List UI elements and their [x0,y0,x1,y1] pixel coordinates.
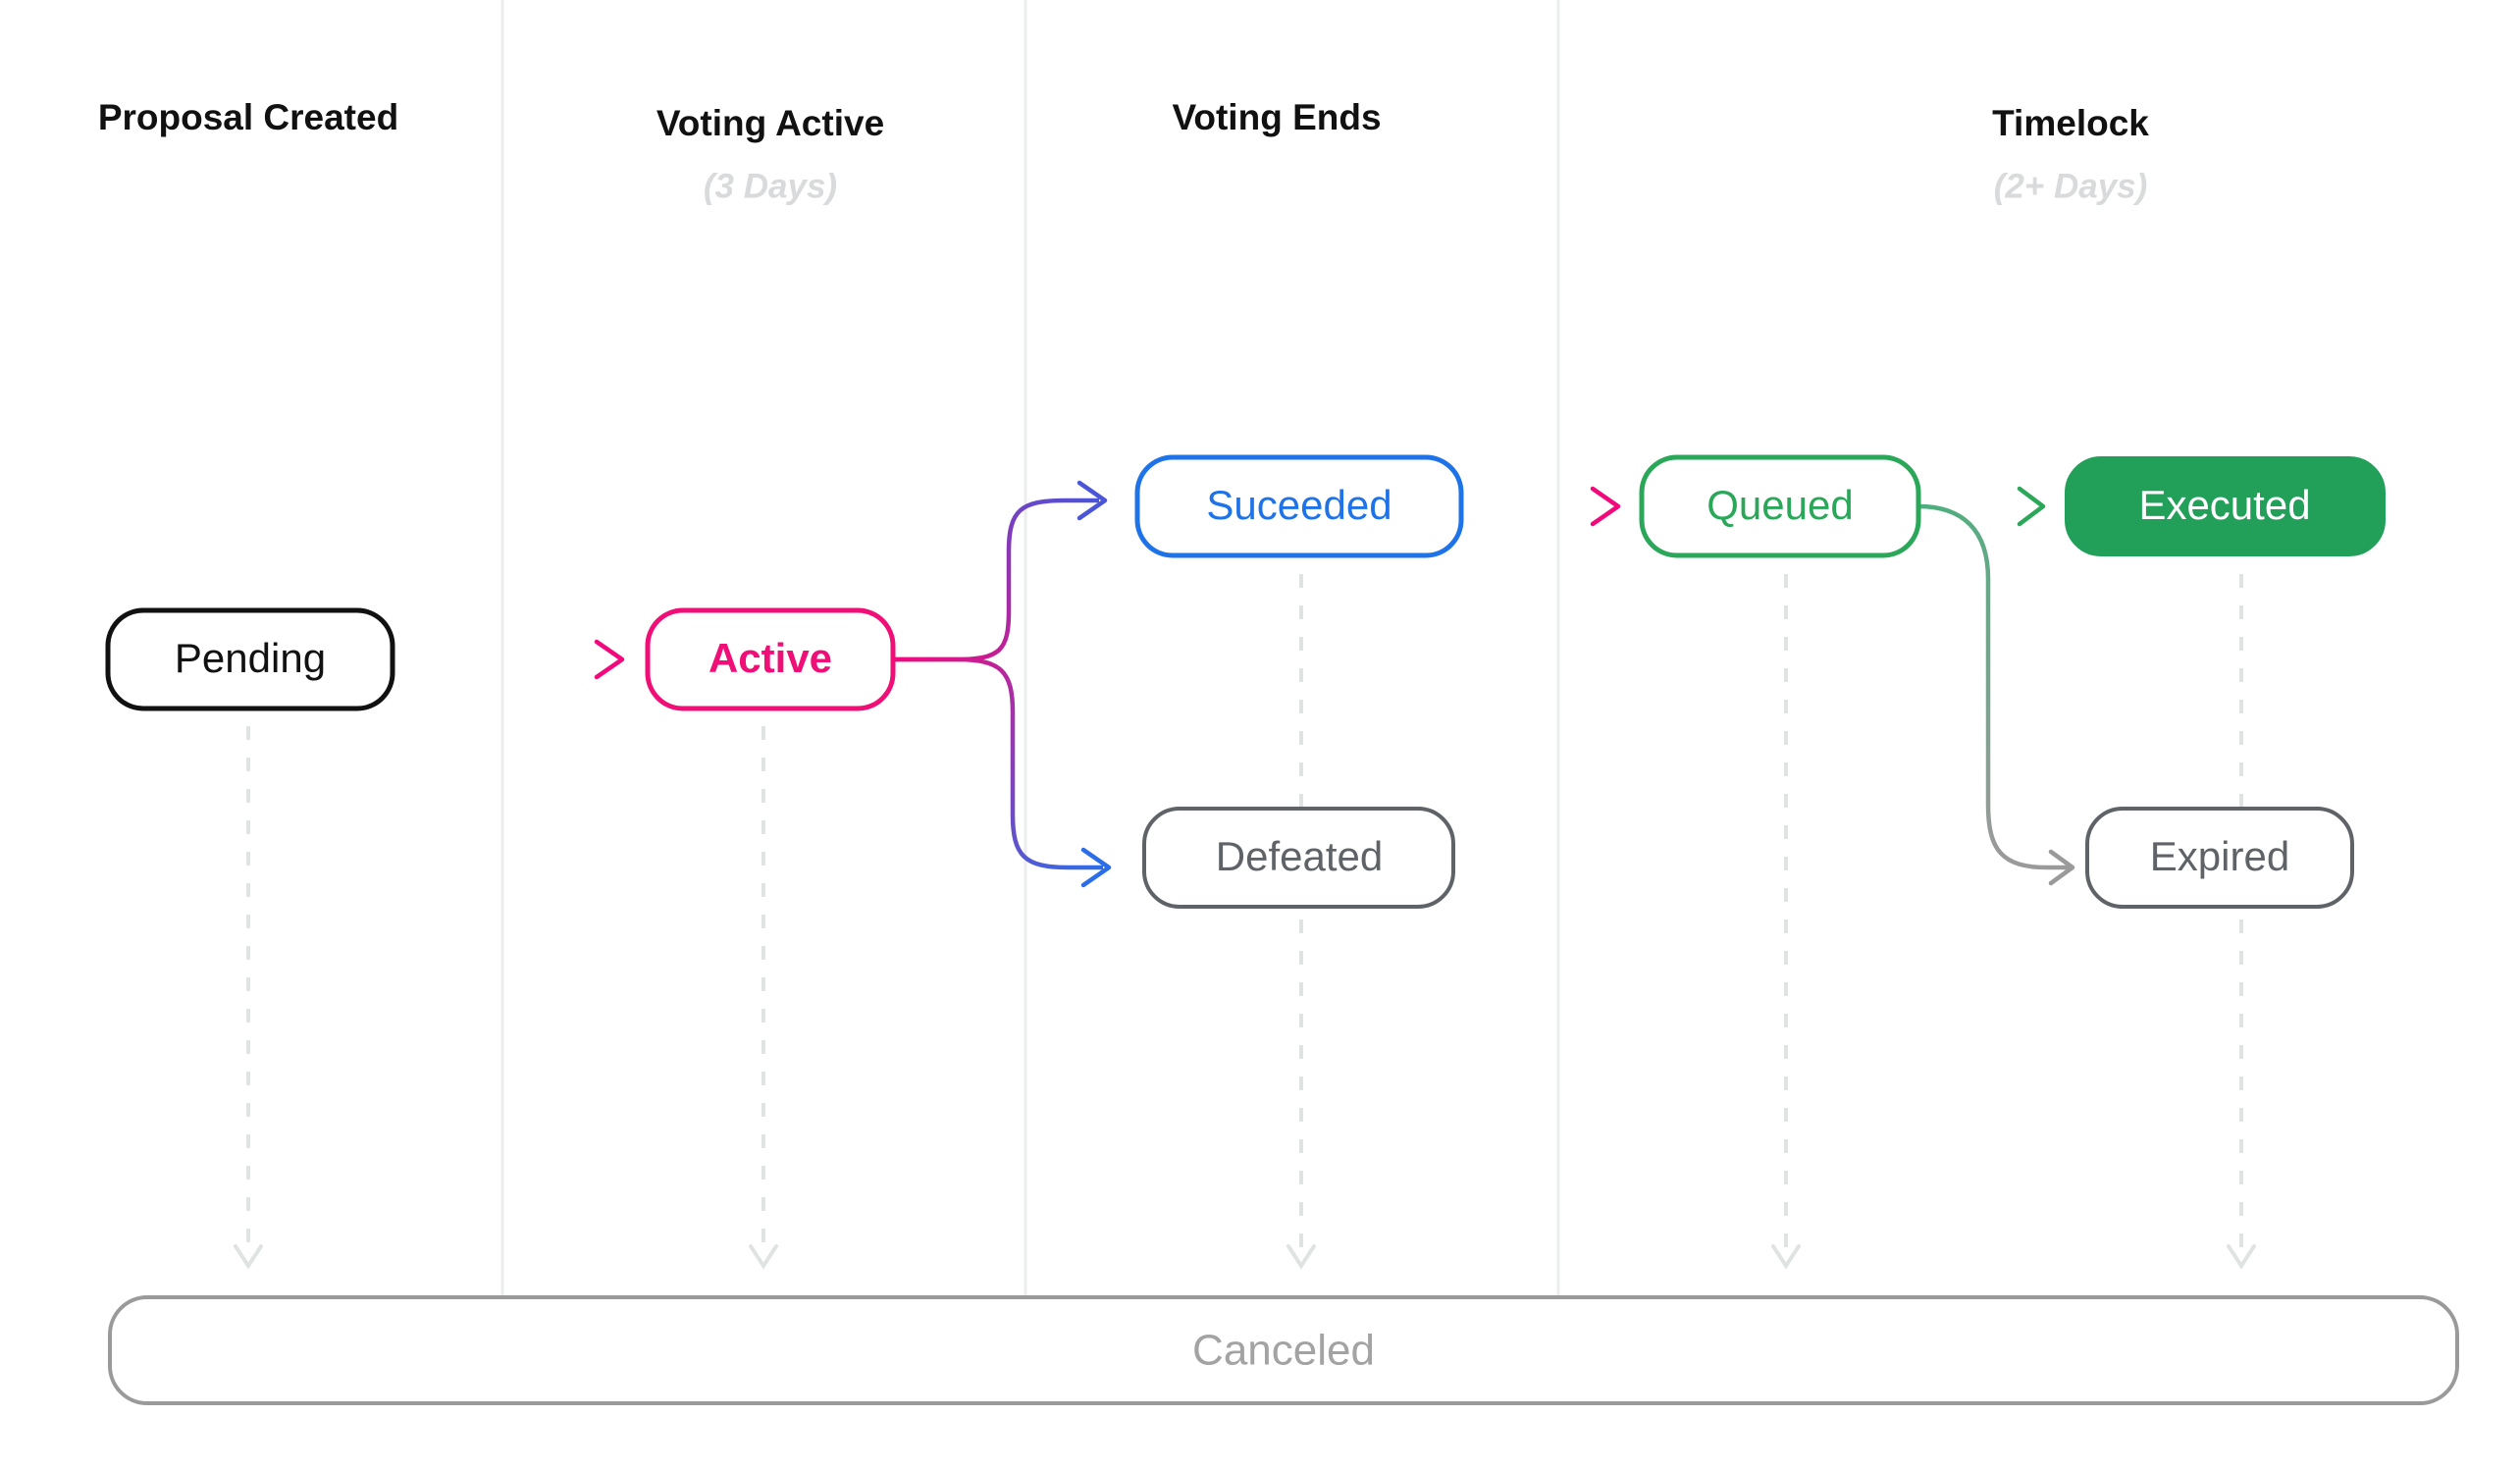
edge-active-to-defeated [893,656,1103,870]
node-queued[interactable]: Queued [1639,454,1921,558]
node-suceeded-box[interactable] [1134,454,1464,558]
drop-arrow-executed [2227,1244,2256,1270]
node-suceeded-label: Suceeded [1206,482,1391,528]
cancel-drop-lines [234,574,2256,1270]
node-executed-box[interactable] [2065,456,2386,556]
edge-arrowhead-active-to-defeated [1080,847,1112,888]
node-suceeded[interactable]: Suceeded [1134,454,1464,558]
node-defeated-box[interactable] [1142,807,1455,909]
edge-arrowhead-active-to-suceeded [1076,480,1108,521]
phase-headers: Proposal Created Voting Active (3 Days) … [98,97,2149,205]
node-queued-box[interactable] [1639,454,1921,558]
node-expired-label: Expired [2150,833,2289,879]
phase-subtitle-voting-active: (3 Days) [704,167,837,205]
node-pending[interactable]: Pending [105,607,395,711]
drop-arrow-queued [1771,1244,1801,1270]
canceled-bar[interactable]: Canceled [108,1295,2459,1405]
phase-title-timelock: Timelock [1992,103,2149,143]
phase-title-voting-active: Voting Active [656,103,884,143]
node-expired[interactable]: Expired [2085,807,2354,909]
node-pending-label: Pending [175,635,326,681]
phase-separators [500,0,1560,1297]
edge-active-to-suceeded [893,498,1099,662]
edge-arrowhead-queued-to-expired [2048,849,2075,886]
edge-queued-to-expired [1917,503,2069,870]
drop-arrow-active [749,1244,778,1270]
phase-title-voting-ends: Voting Ends [1172,97,1381,137]
node-expired-box[interactable] [2085,807,2354,909]
node-defeated[interactable]: Defeated [1142,807,1455,909]
node-active-box[interactable] [645,607,896,711]
edge-arrowhead-pending-to-active [594,639,625,680]
canceled-bar-box[interactable] [108,1295,2459,1405]
node-pending-box[interactable] [105,607,395,711]
node-executed[interactable]: Executed [2065,456,2386,556]
drop-arrow-voting-ends [1286,1244,1316,1270]
flow-edges [393,480,2075,888]
phase-title-proposal-created: Proposal Created [98,97,398,137]
drop-arrow-pending [234,1244,263,1270]
node-executed-label: Executed [2138,482,2310,528]
node-active-label: Active [709,635,832,681]
node-queued-label: Queued [1706,482,1853,528]
node-defeated-label: Defeated [1216,833,1383,879]
phase-subtitle-timelock: (2+ Days) [1994,167,2148,205]
edge-arrowhead-suceeded-to-queued [1590,486,1621,527]
state-nodes: Pending Active Suceeded Defeated Queued [105,454,2386,909]
edge-arrowhead-queued-to-executed [2017,486,2046,527]
node-active[interactable]: Active [645,607,896,711]
canceled-bar-label: Canceled [1192,1327,1375,1375]
